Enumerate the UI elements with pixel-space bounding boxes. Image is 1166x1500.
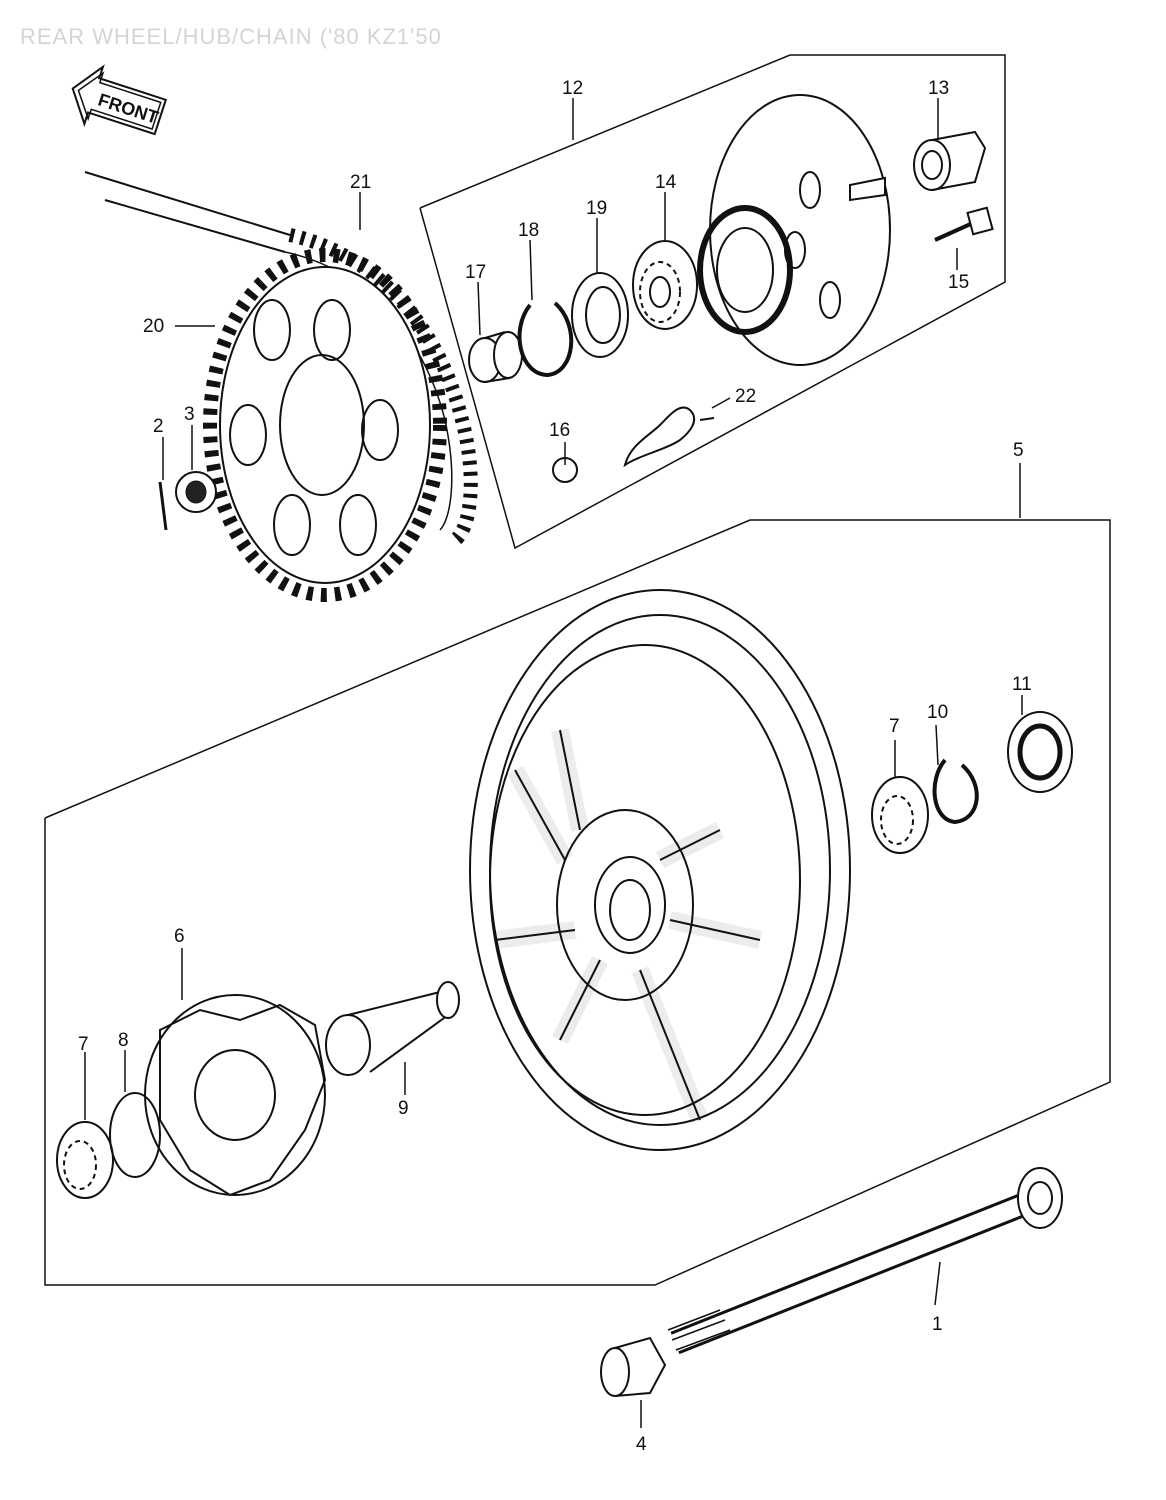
rear-sprocket [203, 248, 447, 602]
o-ring-8 [109, 1092, 161, 1178]
callout-8: 8 [118, 1030, 129, 1051]
torque-link-plate [623, 406, 696, 468]
rear-hub [697, 94, 891, 366]
circlip-18 [517, 301, 574, 378]
leader-lines [84, 98, 1023, 1428]
callout-9: 9 [398, 1098, 409, 1119]
callout-6: 6 [174, 926, 185, 947]
callout-7-left: 7 [78, 1034, 89, 1055]
cast-rear-wheel [469, 589, 851, 1151]
callout-labels: 1 2 3 4 5 6 7 7 8 9 10 11 12 13 14 15 16… [78, 78, 1032, 1455]
coupling-damper-6 [144, 994, 327, 1197]
callout-12: 12 [562, 78, 583, 99]
front-arrow-badge: FRONT [71, 64, 168, 136]
spacer-9 [325, 981, 460, 1076]
callout-20: 20 [143, 316, 164, 337]
callout-11: 11 [1012, 674, 1032, 695]
callout-18: 18 [518, 220, 539, 241]
callout-16: 16 [549, 420, 570, 441]
wheel-group-frame [44, 519, 1111, 1286]
bearing-14 [632, 240, 698, 330]
diagram-title: REAR WHEEL/HUB/CHAIN ('80 KZ1'50 [20, 24, 442, 49]
axle-nut-4 [600, 1336, 667, 1397]
oil-seal-19 [571, 272, 629, 358]
callout-22: 22 [735, 386, 756, 407]
callout-4: 4 [636, 1434, 647, 1455]
callout-17: 17 [465, 262, 486, 283]
bearing-7-left [56, 1121, 114, 1199]
hub-group-frame [419, 54, 1006, 550]
callout-5: 5 [1013, 440, 1024, 461]
callout-7-right: 7 [889, 716, 900, 737]
circlip-10 [932, 758, 979, 825]
oil-seal-11 [1007, 711, 1073, 793]
callout-10: 10 [927, 702, 948, 723]
axle-collar-13 [913, 130, 987, 191]
cotter-pin-22 [699, 417, 715, 421]
callout-15: 15 [948, 272, 969, 293]
bearing-7-right [871, 776, 929, 854]
callout-2: 2 [153, 416, 164, 437]
callout-21: 21 [350, 172, 371, 193]
callout-3: 3 [184, 404, 195, 425]
cotter-pin [158, 481, 168, 531]
callout-14: 14 [655, 172, 677, 193]
hub-bolt-15 [934, 206, 994, 242]
rear-axle-1 [667, 1167, 1063, 1355]
callout-19: 19 [586, 198, 607, 219]
collar-17 [468, 331, 523, 383]
sprocket-nut [175, 471, 217, 513]
callout-13: 13 [928, 78, 949, 99]
callout-1: 1 [932, 1314, 943, 1335]
